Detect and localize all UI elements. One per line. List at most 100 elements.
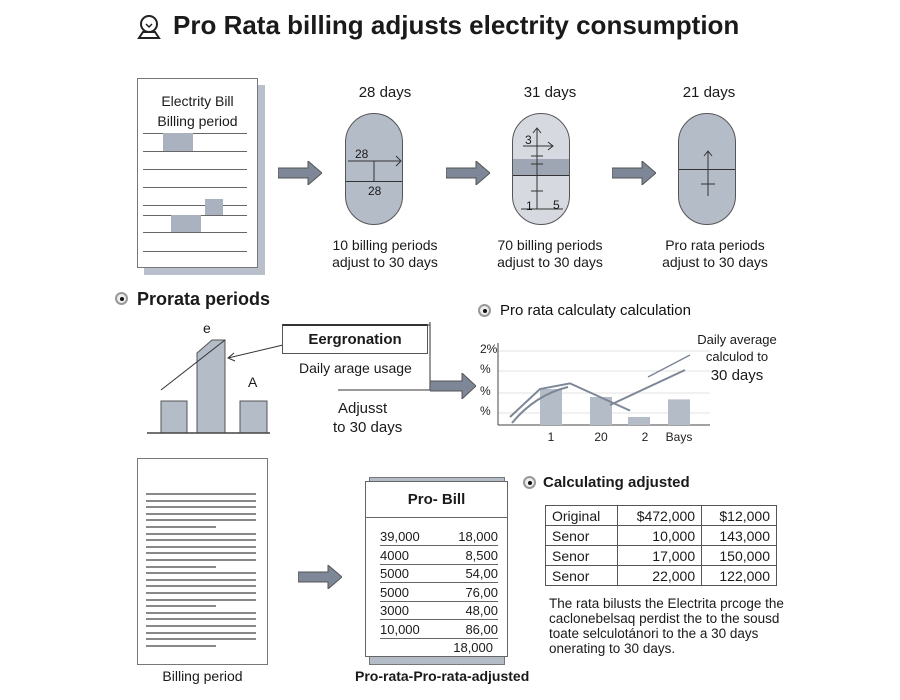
table-cell: Senor [544, 545, 619, 566]
calc-heading: Pro rata calculaty calculation [500, 302, 691, 319]
text-line [146, 493, 256, 495]
text-line [146, 592, 256, 594]
bullet-icon [115, 292, 128, 305]
step2-mark-1: 1 [526, 199, 533, 213]
adjust-label-1: Adjusst [338, 400, 388, 417]
lightbulb-icon [137, 15, 161, 39]
pro-bill-value-a: 3000 [380, 603, 409, 618]
paragraph-line: caclonebelsaq perdist the to the sousd [549, 611, 780, 626]
table-cell: 150,000 [701, 545, 777, 566]
trend-arrow [647, 354, 691, 378]
pro-bill-value-a: 5000 [380, 584, 409, 600]
chart-bar [668, 399, 690, 425]
table-cell: $12,000 [701, 505, 777, 526]
chart-bar [628, 417, 650, 425]
text-line [146, 499, 256, 502]
text-line [146, 526, 216, 528]
paragraph-line: toate selculotánori to the a 30 days [549, 626, 759, 641]
table-cell: $472,000 [617, 505, 703, 526]
table-cell: Senor [544, 565, 619, 586]
table-cell: 122,000 [701, 565, 777, 586]
y-tick-label: % [480, 362, 491, 376]
pro-bill-value-b: 48,00 [465, 603, 498, 618]
arrow-right-icon [612, 161, 656, 185]
trend-line [509, 382, 631, 418]
arrow-right-icon [446, 161, 490, 185]
bullet-icon [523, 476, 536, 489]
table-cell: Senor [544, 525, 619, 546]
text-line [146, 532, 256, 535]
step2-mark-3: 3 [525, 133, 532, 147]
doc-line1: Electrity Bill [161, 93, 234, 109]
table-row: Original$472,000$12,000 [544, 505, 777, 526]
billing-period-label: Billing period [162, 668, 243, 684]
y-tick-label: % [480, 384, 491, 398]
adjust-label-2: to 30 days [333, 419, 403, 436]
arrow-right-icon [298, 565, 342, 589]
step1-mark-top: 28 [355, 147, 369, 161]
step1-days: 28 days [358, 84, 412, 101]
pro-bill-value-b: 86,00 [465, 621, 498, 637]
text-line [146, 512, 256, 515]
text-line [146, 611, 256, 614]
pro-bill-value-a: 10,000 [380, 621, 420, 637]
step3-days: 21 days [682, 84, 736, 101]
step2-period-capsule: 3 1 5 [512, 113, 570, 225]
table-cell: 143,000 [701, 525, 777, 546]
eergronation-box: Eergronation [282, 324, 428, 354]
chart-bar [590, 397, 612, 425]
pro-bill-row: 5000 54,00 [380, 565, 498, 583]
adjusted-paragraph: The rata bilusts the Electrita prcoge th… [549, 596, 784, 656]
text-line [146, 585, 256, 588]
text-line [146, 598, 256, 601]
arrow-right-icon [278, 161, 322, 185]
step3-period-capsule [678, 113, 736, 225]
text-line [146, 545, 256, 548]
y-tick-label: % [480, 404, 491, 418]
x-tick-label: Bays [666, 430, 693, 444]
text-line [146, 559, 256, 561]
doc-line2: Billing period [157, 113, 238, 129]
pro-bill-total: 18,000 [453, 640, 493, 655]
text-line [146, 519, 256, 522]
arrow-right-icon [430, 373, 476, 399]
x-tick-label: 2 [642, 430, 649, 444]
table-cell: Original [544, 505, 619, 526]
text-line [146, 565, 216, 568]
page-title: Pro Rata billing adjusts electrity consu… [173, 10, 740, 40]
pro-bill-value-a: 5000 [380, 566, 409, 581]
trend-arrow [511, 386, 569, 424]
pro-bill-value-b: 76,00 [465, 584, 498, 600]
text-line [146, 539, 256, 542]
pro-bill-title: Pro- Bill [366, 482, 507, 518]
pro-bill-caption: Pro-rata-Pro-rata-adjusted [355, 668, 530, 684]
pro-bill-value-b: 8,500 [465, 547, 498, 563]
x-tick-label: 20 [594, 430, 608, 444]
paragraph-line: The rata bilusts the Electrita prcoge th… [549, 596, 784, 611]
y-tick-label: 2% [480, 342, 498, 356]
step1-mark-bottom: 28 [368, 184, 382, 198]
text-line [146, 506, 256, 509]
text-line [146, 625, 256, 627]
table-cell: 10,000 [617, 525, 703, 546]
text-line [146, 578, 256, 581]
table-cell: 22,000 [617, 565, 703, 586]
step1-period-capsule: 28 28 [345, 113, 403, 225]
text-line [146, 618, 256, 621]
prorata-bar-diagram [147, 322, 431, 434]
bullet-icon [478, 304, 491, 317]
pro-bill-value-b: 54,00 [465, 566, 498, 581]
bar-label-a: A [248, 374, 258, 390]
pro-bill-value-a: 39,000 [380, 529, 420, 544]
step2-mark-5: 5 [553, 198, 560, 212]
